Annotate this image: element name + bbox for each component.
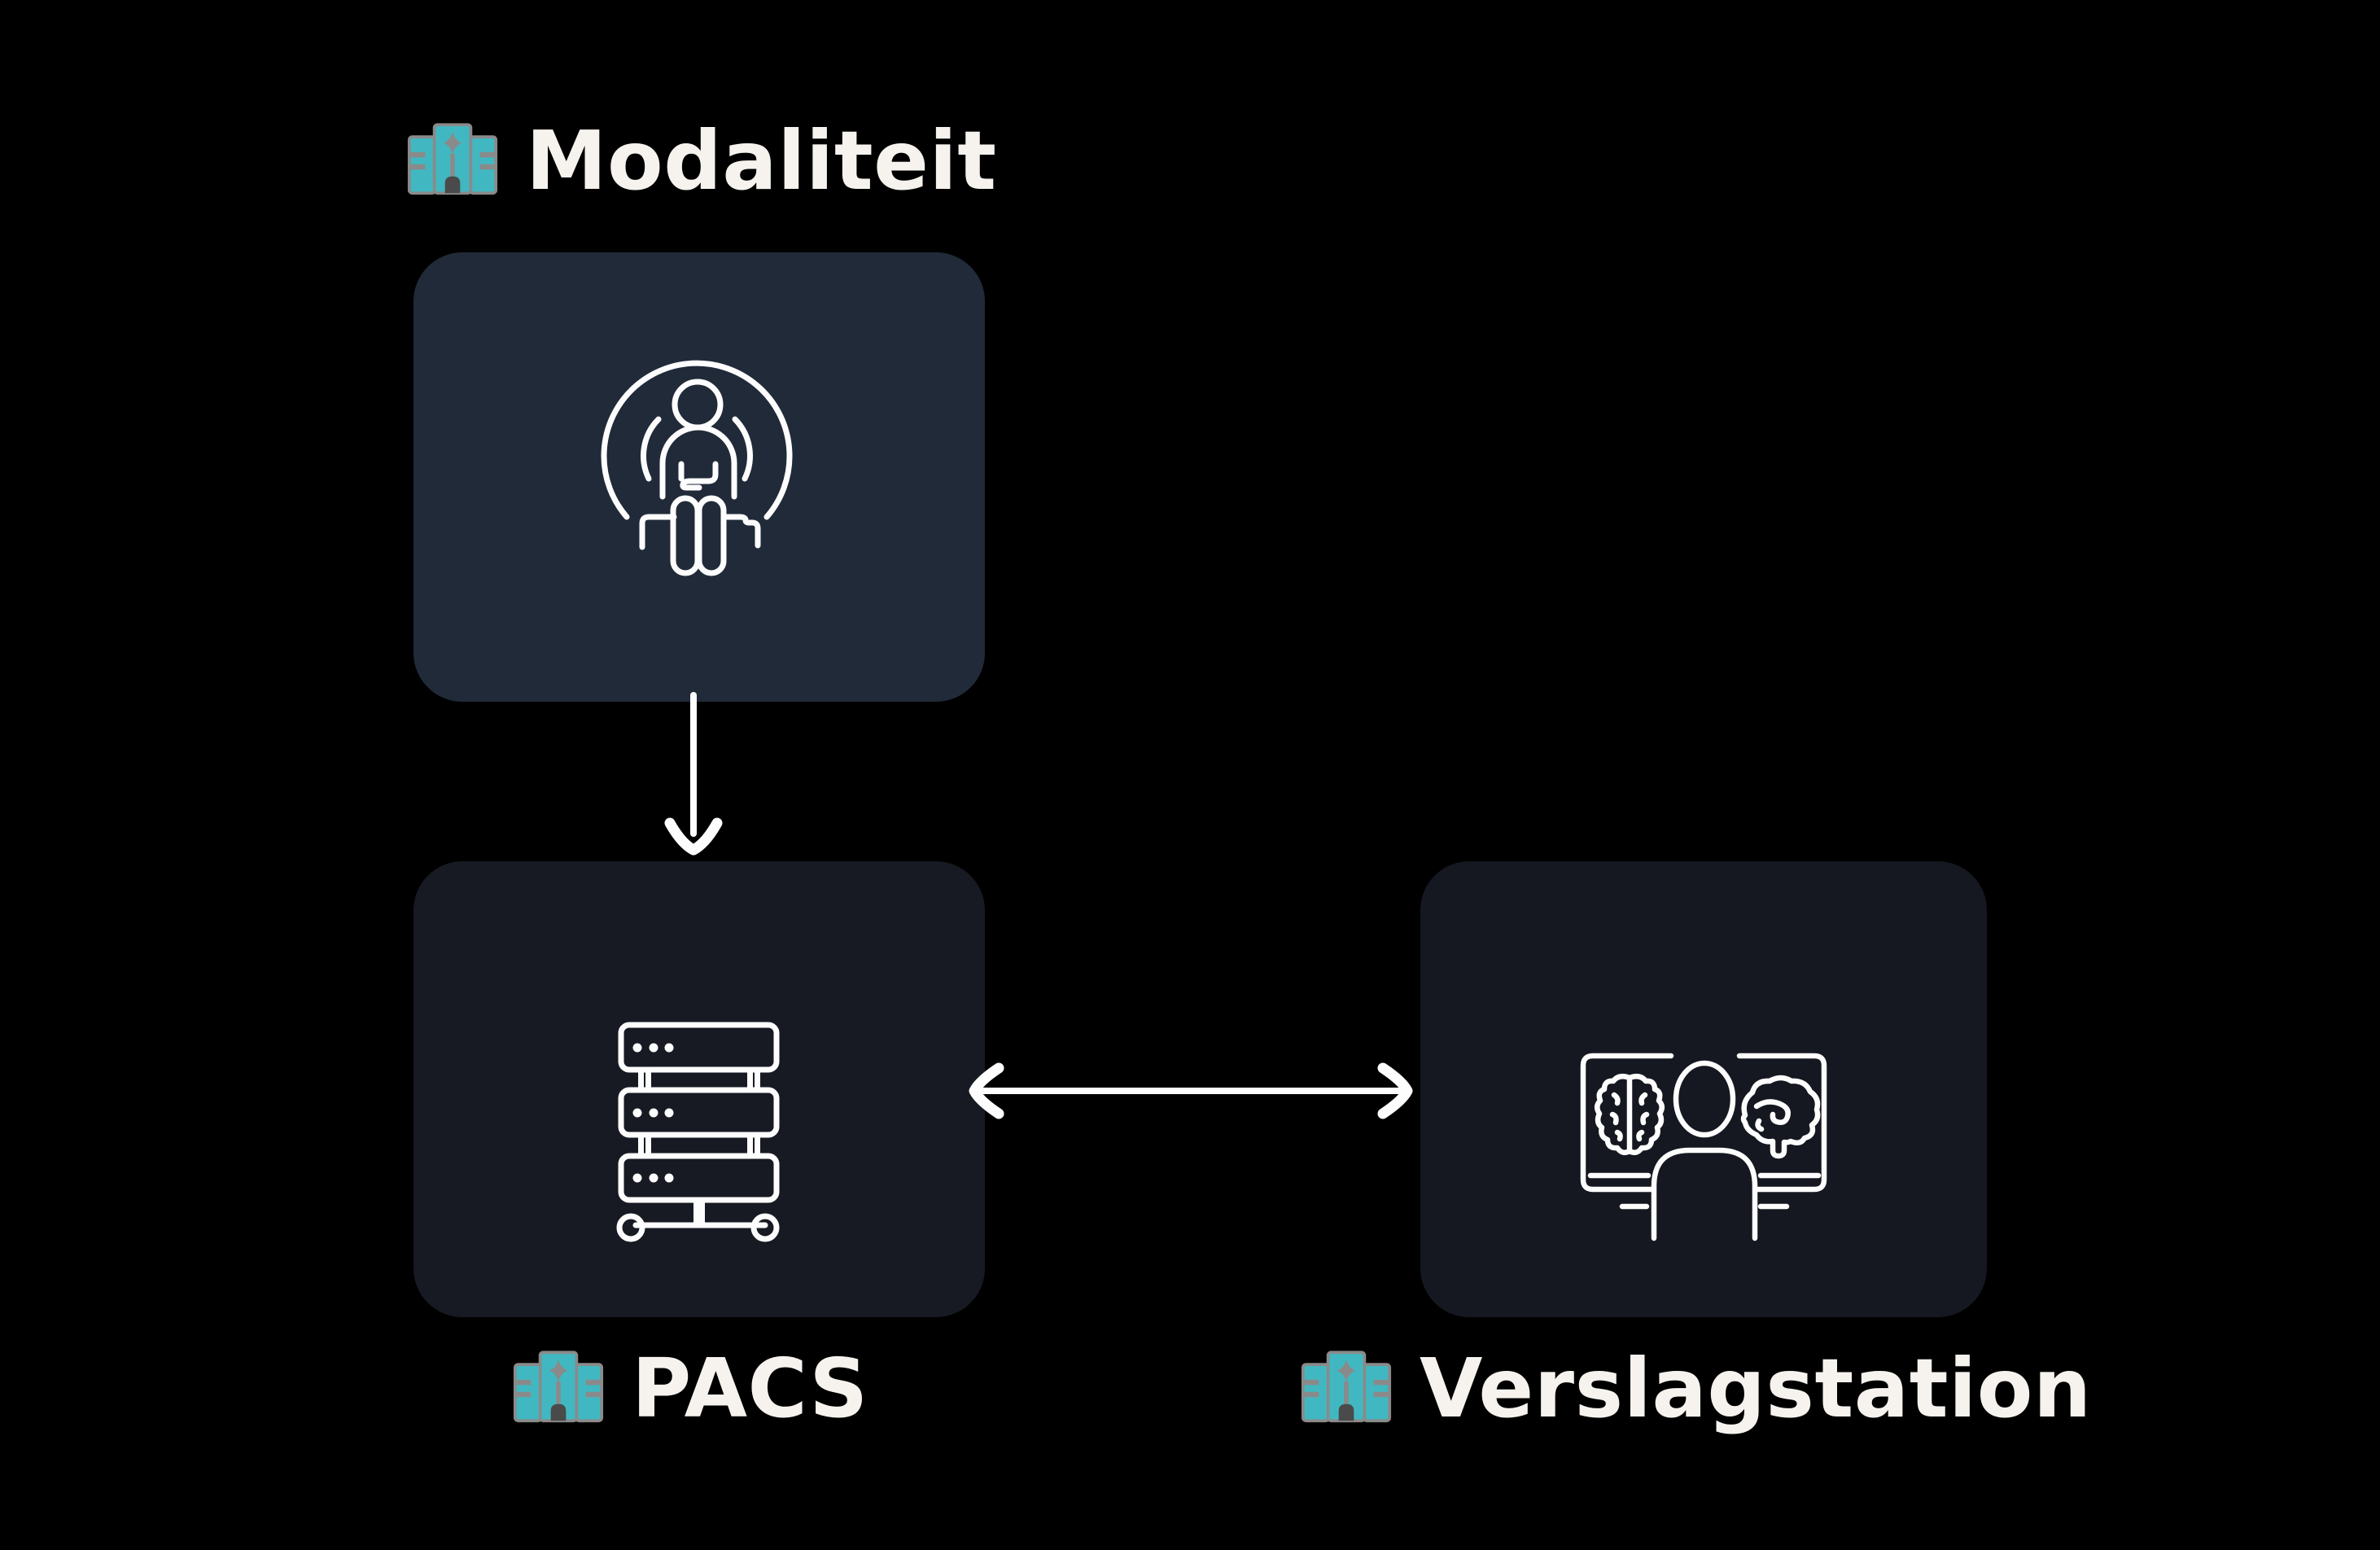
hospital-door xyxy=(444,176,461,194)
arrow-bidirectional xyxy=(969,1062,1413,1119)
hospital-icon xyxy=(1301,1351,1392,1423)
hospital-icon xyxy=(513,1351,604,1423)
node-verslagstation xyxy=(1420,861,1987,1317)
node-title-pacs: PACS xyxy=(632,1341,868,1436)
node-pacs xyxy=(413,861,985,1317)
label-pacs: PACS xyxy=(513,1348,868,1430)
label-verslagstation: Verslagstation xyxy=(1301,1348,2092,1430)
hospital-door xyxy=(550,1403,567,1421)
node-title-verslagstation: Verslagstation xyxy=(1420,1341,2092,1436)
node-title-modaliteit: Modaliteit xyxy=(526,113,997,208)
radiology-workstation-icon xyxy=(1580,1053,1827,1241)
hospital-icon xyxy=(407,123,498,195)
arrow-down xyxy=(664,692,723,856)
hospital-door xyxy=(1338,1403,1354,1421)
node-modaliteit xyxy=(413,252,985,702)
server-rack-icon xyxy=(616,1022,780,1242)
mri-scanner-icon xyxy=(601,360,793,576)
label-modaliteit: Modaliteit xyxy=(407,120,997,202)
